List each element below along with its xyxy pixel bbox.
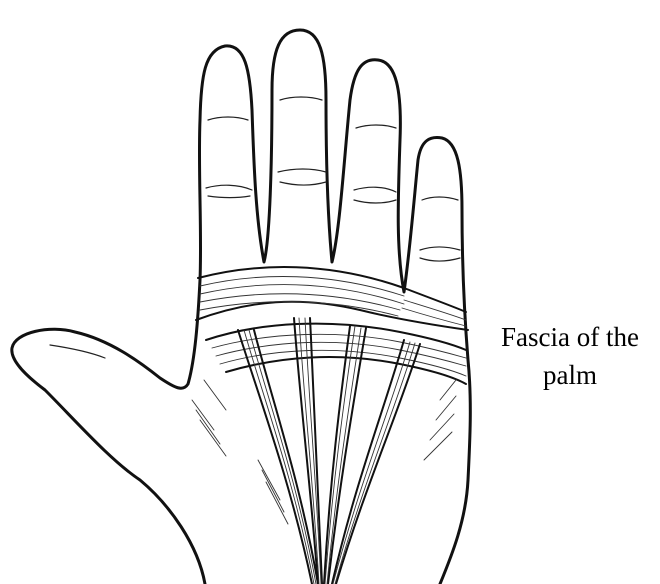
longitudinal-fibers [238,318,420,584]
hypothenar-shading [424,380,456,460]
transverse-fiber-band [196,267,468,330]
caption-line-1: Fascia of the [480,318,660,356]
finger-creases [206,97,460,261]
diagram-caption: Fascia of the palm [480,318,660,394]
thumb-crease [50,345,105,358]
caption-line-2: palm [480,356,660,394]
